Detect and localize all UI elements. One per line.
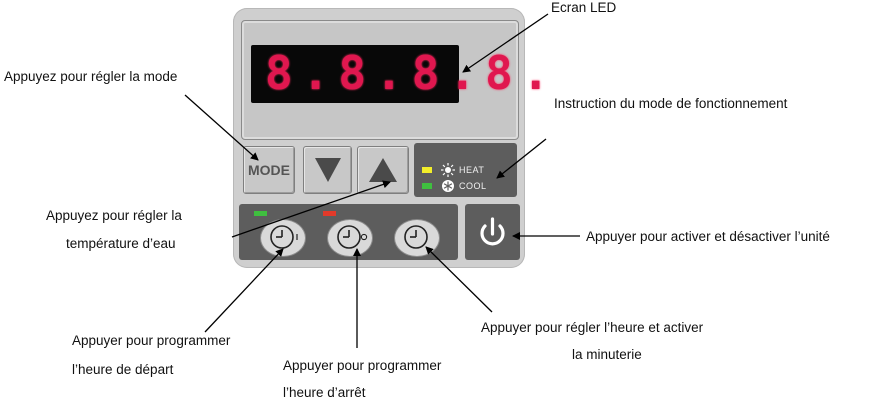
arrow-led-screen: [462, 13, 549, 73]
triangle-up-icon: [369, 158, 397, 182]
label-water-temp-line2: température d’eau: [66, 236, 176, 251]
label-start-line2: l’heure de départ: [72, 362, 174, 377]
label-stop-line1: Appuyer pour programmer: [283, 358, 442, 373]
stop-timer-led: [323, 211, 336, 216]
heat-label: HEAT: [459, 165, 485, 175]
triangle-down-icon: [314, 158, 341, 182]
arrow-water-temp: [231, 180, 391, 238]
down-button[interactable]: [303, 146, 352, 194]
label-start-line1: Appuyer pour programmer: [72, 333, 231, 348]
label-water-temp-line1: Appuyez pour régler la: [46, 208, 182, 223]
label-led-screen: Ecran LED: [551, 0, 617, 15]
label-stop-line2: l’heure d’arrêt: [283, 385, 366, 400]
arrow-mode: [184, 94, 259, 161]
start-timer-led: [254, 211, 267, 216]
cool-indicator-led: [422, 183, 432, 189]
cool-label: COOL: [459, 181, 487, 191]
label-clock-line2: la minuterie: [572, 347, 642, 362]
power-icon: [480, 217, 505, 246]
label-mode: Appuyez pour régler la mode: [4, 69, 178, 84]
arrow-start-timer: [204, 248, 284, 333]
power-button[interactable]: [465, 204, 520, 260]
led-display: 8.8.8.8.: [251, 45, 550, 103]
mode-button-label: MODE: [248, 162, 290, 178]
label-clock-line1: Appuyer pour régler l’heure et activer: [481, 320, 704, 335]
arrow-operating-mode: [496, 138, 547, 179]
led-digits: 8.8.8.8.: [265, 46, 559, 100]
arrow-clock: [425, 246, 493, 313]
label-power: Appuyer pour activer et désactiver l’uni…: [586, 229, 830, 244]
label-operating-mode: Instruction du mode de fonctionnement: [554, 96, 788, 111]
heat-indicator-led: [422, 167, 432, 173]
